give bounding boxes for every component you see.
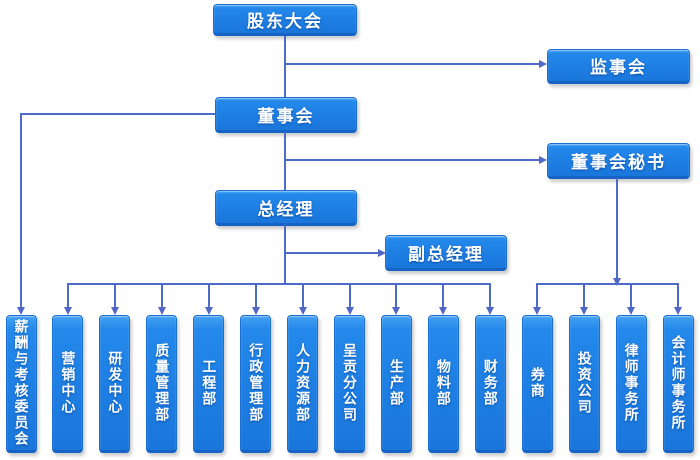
arrow-into-supervisory — [539, 60, 547, 68]
arrow-into-dept — [627, 307, 636, 315]
connector-dept-drop — [630, 285, 633, 308]
dept-label: 投资公司 — [576, 351, 593, 415]
connector-dept-drop — [395, 285, 398, 308]
connector-board-gm — [284, 132, 286, 190]
dept-box: 质量管理部 — [146, 315, 178, 453]
dept-label: 律师事务所 — [623, 343, 640, 423]
node-shareholders-meeting: 股东大会 — [213, 4, 357, 36]
connector-committee-down — [20, 113, 22, 309]
dept-box: 行政管理部 — [240, 315, 272, 453]
connector-dept-drop — [442, 285, 445, 308]
arrow-into-dept — [204, 307, 213, 315]
connector-dept-drop — [677, 285, 679, 308]
arrow-into-dept — [63, 307, 72, 315]
dept-box: 薪酬与考核委员会 — [5, 315, 37, 453]
connector-dept-drop — [301, 285, 304, 308]
dept-box: 会计师事务所 — [662, 315, 694, 453]
node-label: 监事会 — [590, 58, 647, 77]
dept-box: 人力资源部 — [287, 315, 319, 453]
dept-label: 行政管理部 — [248, 343, 265, 423]
arrow-into-dept — [110, 307, 119, 315]
connector-board-left — [21, 113, 215, 115]
arrow-into-dept — [392, 307, 401, 315]
dept-label: 券商 — [529, 367, 546, 399]
dept-box: 呈贡分公司 — [334, 315, 365, 453]
node-label: 副总经理 — [408, 244, 484, 264]
arrow-into-dept — [251, 307, 260, 315]
connector-dept-drop — [536, 285, 539, 308]
arrow-into-dept — [298, 307, 307, 315]
connector-gm-down — [284, 225, 286, 285]
node-label: 总经理 — [257, 199, 315, 219]
dept-label: 物料部 — [435, 359, 452, 407]
dept-label: 生产部 — [388, 359, 405, 407]
connector-dept-drop — [254, 285, 257, 308]
connector-to-deputy — [285, 252, 379, 254]
dept-box: 投资公司 — [568, 315, 600, 453]
connector-bus-left — [67, 283, 491, 285]
node-board-secretary: 董事会秘书 — [547, 143, 690, 179]
node-deputy-general-manager: 副总经理 — [385, 235, 507, 271]
connector-dept-drop — [113, 285, 116, 308]
arrow-into-dept — [157, 307, 166, 315]
connector-dept-drop — [160, 285, 163, 308]
node-label: 股东大会 — [247, 11, 323, 31]
node-label: 董事会 — [257, 106, 315, 126]
node-supervisory-board: 监事会 — [547, 49, 690, 84]
arrow-into-dept — [533, 307, 542, 315]
arrow-into-dept — [486, 307, 495, 315]
arrow-into-secretary — [539, 156, 547, 164]
connector-dept-drop — [66, 285, 69, 308]
arrow-into-dept — [439, 307, 448, 315]
connector-dept-drop — [207, 285, 210, 308]
dept-label: 工程部 — [201, 359, 218, 407]
connector-bus-right — [536, 283, 679, 285]
dept-label: 研发中心 — [107, 351, 124, 415]
dept-box: 营销中心 — [52, 315, 84, 453]
connector-dept-drop — [348, 285, 351, 308]
dept-box: 工程部 — [193, 315, 225, 453]
arrow-into-committee — [17, 307, 25, 315]
connector-secretary-down — [616, 178, 618, 284]
dept-label: 薪酬与考核委员会 — [13, 319, 30, 447]
arrow-secretary-junction — [613, 278, 621, 286]
node-label: 董事会秘书 — [571, 152, 666, 172]
dept-label: 营销中心 — [60, 351, 77, 415]
dept-label: 会计师事务所 — [670, 335, 687, 431]
arrow-into-deputy — [378, 249, 386, 257]
dept-label: 财务部 — [482, 359, 499, 407]
connector-to-secretary — [285, 159, 539, 161]
arrow-into-dept — [674, 307, 682, 315]
dept-box: 财务部 — [474, 315, 506, 453]
dept-box: 物料部 — [427, 315, 459, 453]
connector-shareholders-board — [284, 36, 286, 97]
node-general-manager: 总经理 — [215, 190, 357, 226]
node-board-of-directors: 董事会 — [215, 97, 357, 133]
connector-dept-drop — [489, 285, 492, 308]
dept-box: 律师事务所 — [615, 315, 647, 453]
arrow-into-dept — [580, 307, 589, 315]
dept-box: 研发中心 — [99, 315, 131, 453]
dept-label: 人力资源部 — [295, 343, 312, 423]
dept-box: 券商 — [521, 315, 553, 453]
connector-dept-drop — [583, 285, 586, 308]
dept-label: 呈贡分公司 — [342, 343, 358, 423]
connector-to-supervisory — [285, 63, 539, 65]
arrow-into-dept — [345, 307, 354, 315]
dept-box: 生产部 — [380, 315, 412, 453]
dept-label: 质量管理部 — [154, 343, 171, 423]
